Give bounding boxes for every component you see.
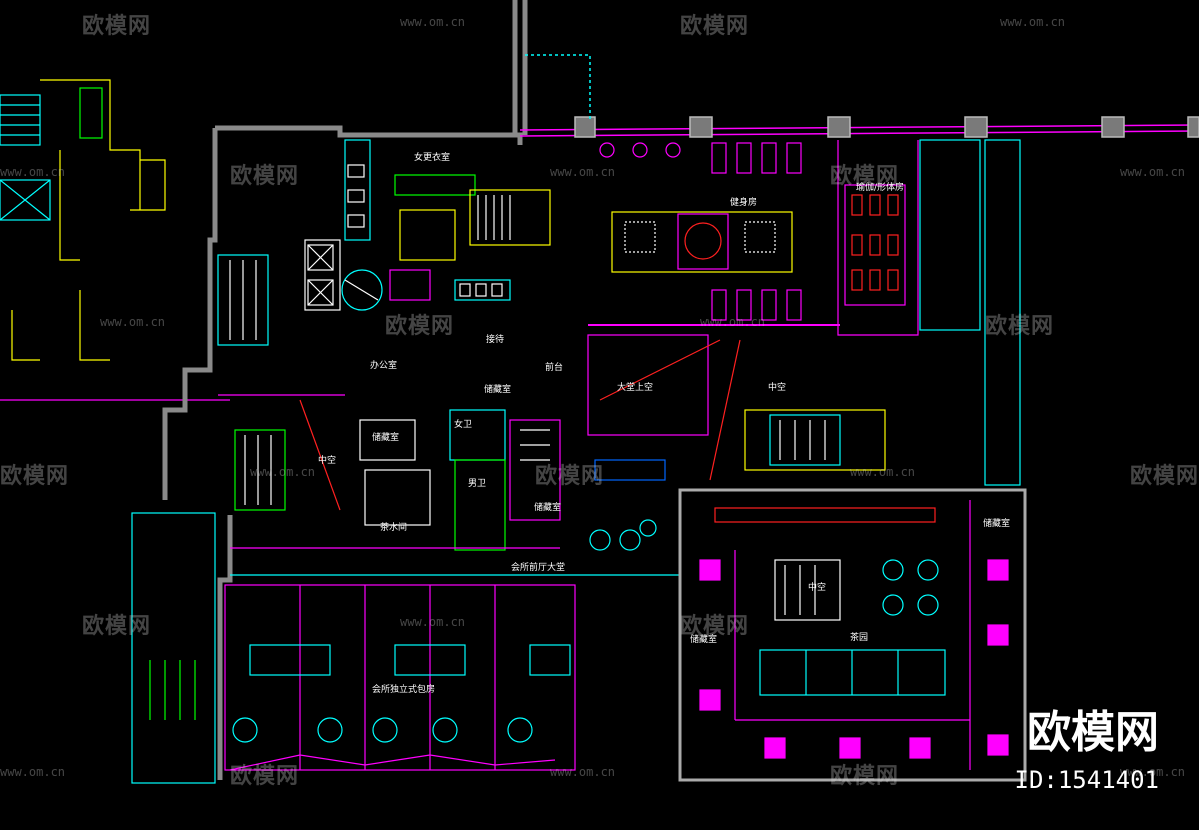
- tea-house-zone: [678, 488, 1027, 782]
- building-walls: [162, 0, 528, 780]
- left-stair-block: [0, 79, 230, 401]
- label-storage-5: 储藏室: [690, 633, 717, 645]
- label-storage-4: 储藏室: [983, 517, 1010, 529]
- label-yoga: 瑜伽/形体房: [856, 181, 904, 193]
- label-private-room: 会所独立式包房: [372, 683, 435, 695]
- brand-watermark: 欧模网: [1027, 707, 1159, 758]
- gym-zone: [588, 139, 1021, 486]
- label-gym: 健身房: [730, 196, 757, 208]
- room-labels: 女更衣室 健身房 瑜伽/形体房 办公室 接待 储藏室 前台 女卫 男卫 储藏室 …: [318, 151, 1010, 695]
- west-service-zone: [217, 139, 680, 576]
- label-club-hall: 会所前厅大堂: [511, 561, 565, 573]
- label-womens-bath: 女更衣室: [414, 151, 450, 163]
- label-atrium-west: 中空: [318, 454, 336, 466]
- north-facade: [519, 54, 1199, 138]
- atrium-zone: [587, 334, 886, 551]
- label-storage-3: 储藏室: [534, 501, 561, 513]
- label-atrium: 中空: [768, 381, 786, 393]
- label-mens-wc: 男卫: [468, 478, 486, 489]
- label-atrium-upper: 大堂上空: [617, 381, 653, 393]
- asset-id-label: ID:1541401: [1014, 766, 1160, 794]
- private-rooms-zone: [131, 512, 576, 784]
- label-womens-wc: 女卫: [454, 418, 472, 430]
- label-storage-1: 储藏室: [484, 383, 511, 395]
- label-lounge: 前台: [545, 361, 563, 373]
- label-reception: 接待: [486, 333, 504, 345]
- label-tea-prep: 茶水间: [380, 521, 407, 533]
- label-tea-house: 茶园: [850, 631, 868, 643]
- label-atrium-tea: 中空: [808, 581, 826, 593]
- label-storage-2: 储藏室: [372, 431, 399, 443]
- label-office: 办公室: [370, 359, 397, 371]
